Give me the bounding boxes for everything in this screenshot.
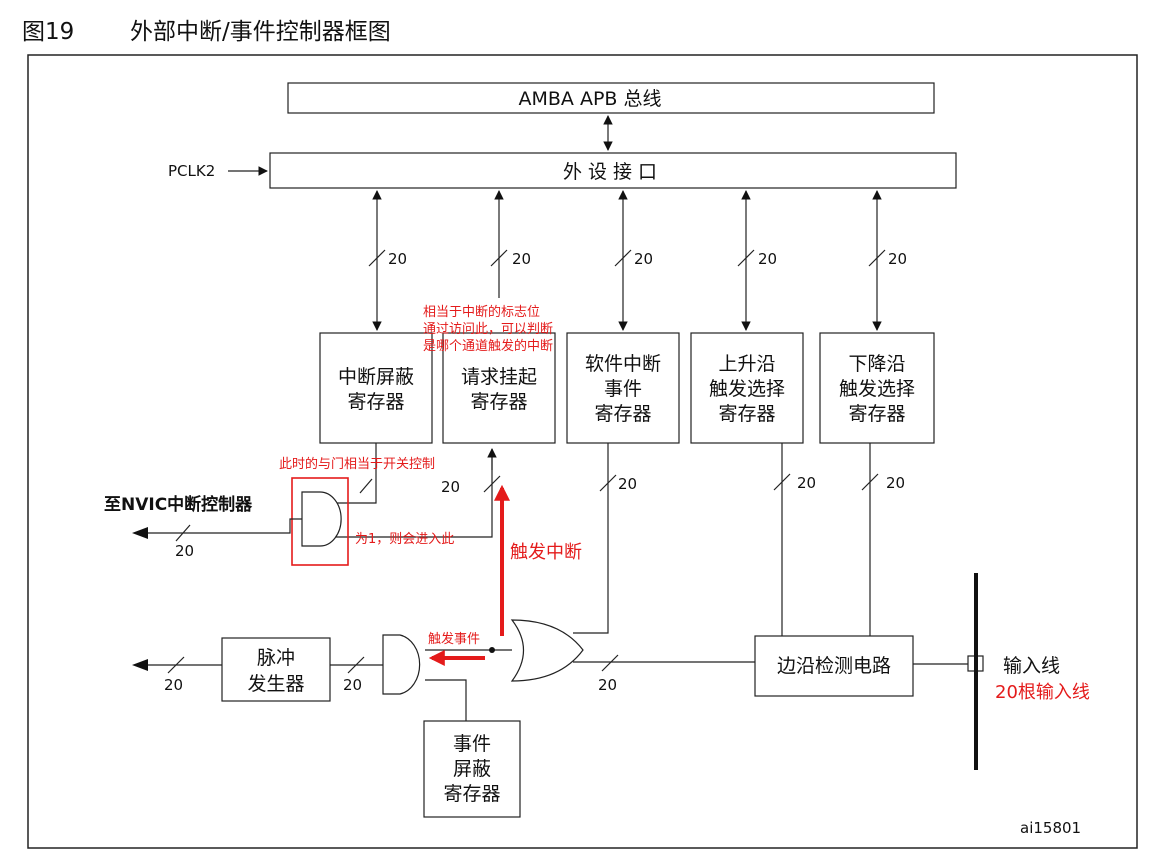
event-mask-label-1: 事件 xyxy=(453,733,491,755)
sw-label-2: 事件 xyxy=(604,378,642,400)
diagram-frame xyxy=(27,54,1138,849)
bus-slash xyxy=(490,249,508,267)
event-mask-label-2: 屏蔽 xyxy=(453,758,491,780)
pclk-label: PCLK2 xyxy=(168,162,215,180)
bus-slash xyxy=(347,656,365,674)
bus-slash xyxy=(167,656,185,674)
peripheral-interface-box xyxy=(269,152,957,189)
event-and-gate xyxy=(382,634,421,695)
bus-width-label: 20 xyxy=(343,676,362,694)
falling-trigger-register xyxy=(819,332,935,444)
pending-note-2: 通过访问此，可以判断 xyxy=(423,322,553,337)
pending-wire xyxy=(336,449,493,538)
bus-slash xyxy=(599,474,617,492)
pending-note-1: 相当于中断的标志位 xyxy=(423,304,540,320)
bus-slash xyxy=(601,654,619,672)
peripheral-interface-label: 外 设 接 口 xyxy=(563,161,657,183)
pending-label-2: 寄存器 xyxy=(470,391,527,413)
sw-interrupt-register xyxy=(566,332,680,444)
bus-slash xyxy=(773,473,791,491)
int-mask-register xyxy=(319,332,433,444)
pending-label-1: 请求挂起 xyxy=(461,366,537,388)
input-line-label: 输入线 xyxy=(1003,655,1060,677)
int-mask-label-1: 中断屏蔽 xyxy=(338,366,414,388)
event-mask-register xyxy=(423,720,521,818)
to-nvic-arrowhead xyxy=(132,527,148,539)
apb-bus-box xyxy=(287,82,935,114)
falling-label-3: 寄存器 xyxy=(848,403,905,425)
and-gate-highlight xyxy=(291,477,349,566)
bus-slash xyxy=(868,249,886,267)
to-nvic-wire xyxy=(135,518,302,534)
pulse-gen-label-1: 脉冲 xyxy=(257,647,295,669)
event-mask-wire xyxy=(425,679,467,721)
bus-width-label: 20 xyxy=(388,250,407,268)
apb-bus-label: AMBA APB 总线 xyxy=(519,88,662,110)
bus-width-label: 20 xyxy=(634,250,653,268)
bus-width-label: 20 xyxy=(618,475,637,493)
bus-width-label: 20 xyxy=(164,676,183,694)
rising-label-3: 寄存器 xyxy=(718,403,775,425)
falling-label-1: 下降沿 xyxy=(848,353,905,375)
bus-width-label: 20 xyxy=(886,474,905,492)
and-gate-note: 此时的与门相当于开关控制 xyxy=(279,456,435,472)
bus-width-label: 20 xyxy=(512,250,531,268)
rising-label-2: 触发选择 xyxy=(709,378,785,400)
pulse-generator xyxy=(221,637,331,702)
junction-dot xyxy=(489,647,495,653)
figure-id-code: ai15801 xyxy=(1020,819,1081,837)
bus-slash xyxy=(737,249,755,267)
rising-label-1: 上升沿 xyxy=(718,353,775,375)
falling-label-2: 触发选择 xyxy=(839,378,915,400)
figure-number: 图19 xyxy=(22,19,75,45)
to-nvic-label: 至NVIC中断控制器 xyxy=(104,494,253,515)
input-lines-count-note: 20根输入线 xyxy=(995,682,1090,703)
bus-width-label: 20 xyxy=(598,676,617,694)
pending-register xyxy=(442,332,556,444)
sw-label-3: 寄存器 xyxy=(594,403,651,425)
int-mask-label-2: 寄存器 xyxy=(347,391,404,413)
bus-slash xyxy=(368,249,386,267)
edge-detect-circuit xyxy=(754,635,914,697)
bus-width-label: 20 xyxy=(758,250,777,268)
sw-to-or-wire xyxy=(573,443,609,634)
int-mask-wire xyxy=(336,443,377,504)
interrupt-and-gate xyxy=(301,491,342,547)
event-mask-label-3: 寄存器 xyxy=(443,783,500,805)
bus-slash xyxy=(614,249,632,267)
pending-note-3: 是哪个通道触发的中断 xyxy=(423,338,553,354)
edge-detect-label: 边沿检测电路 xyxy=(777,655,891,677)
bus-slash xyxy=(861,473,879,491)
rising-trigger-register xyxy=(690,332,804,444)
bus-slash xyxy=(483,475,501,493)
figure-caption: 外部中断/事件控制器框图 xyxy=(130,19,391,45)
event-output-arrowhead xyxy=(132,659,148,671)
bus-width-label: 20 xyxy=(175,542,194,560)
or-gate xyxy=(510,619,584,682)
bus-slash xyxy=(175,524,191,542)
trigger-interrupt-note: 触发中断 xyxy=(510,542,582,563)
bus-width-label: 20 xyxy=(888,250,907,268)
bus-width-label: 20 xyxy=(441,478,460,496)
sw-label-1: 软件中断 xyxy=(585,353,661,375)
bus-width-label: 20 xyxy=(797,474,816,492)
trigger-event-note: 触发事件 xyxy=(428,631,480,647)
is-one-note: 为1，则会进入此 xyxy=(355,532,454,547)
pulse-gen-label-2: 发生器 xyxy=(247,673,304,695)
bus-slash xyxy=(359,478,373,494)
